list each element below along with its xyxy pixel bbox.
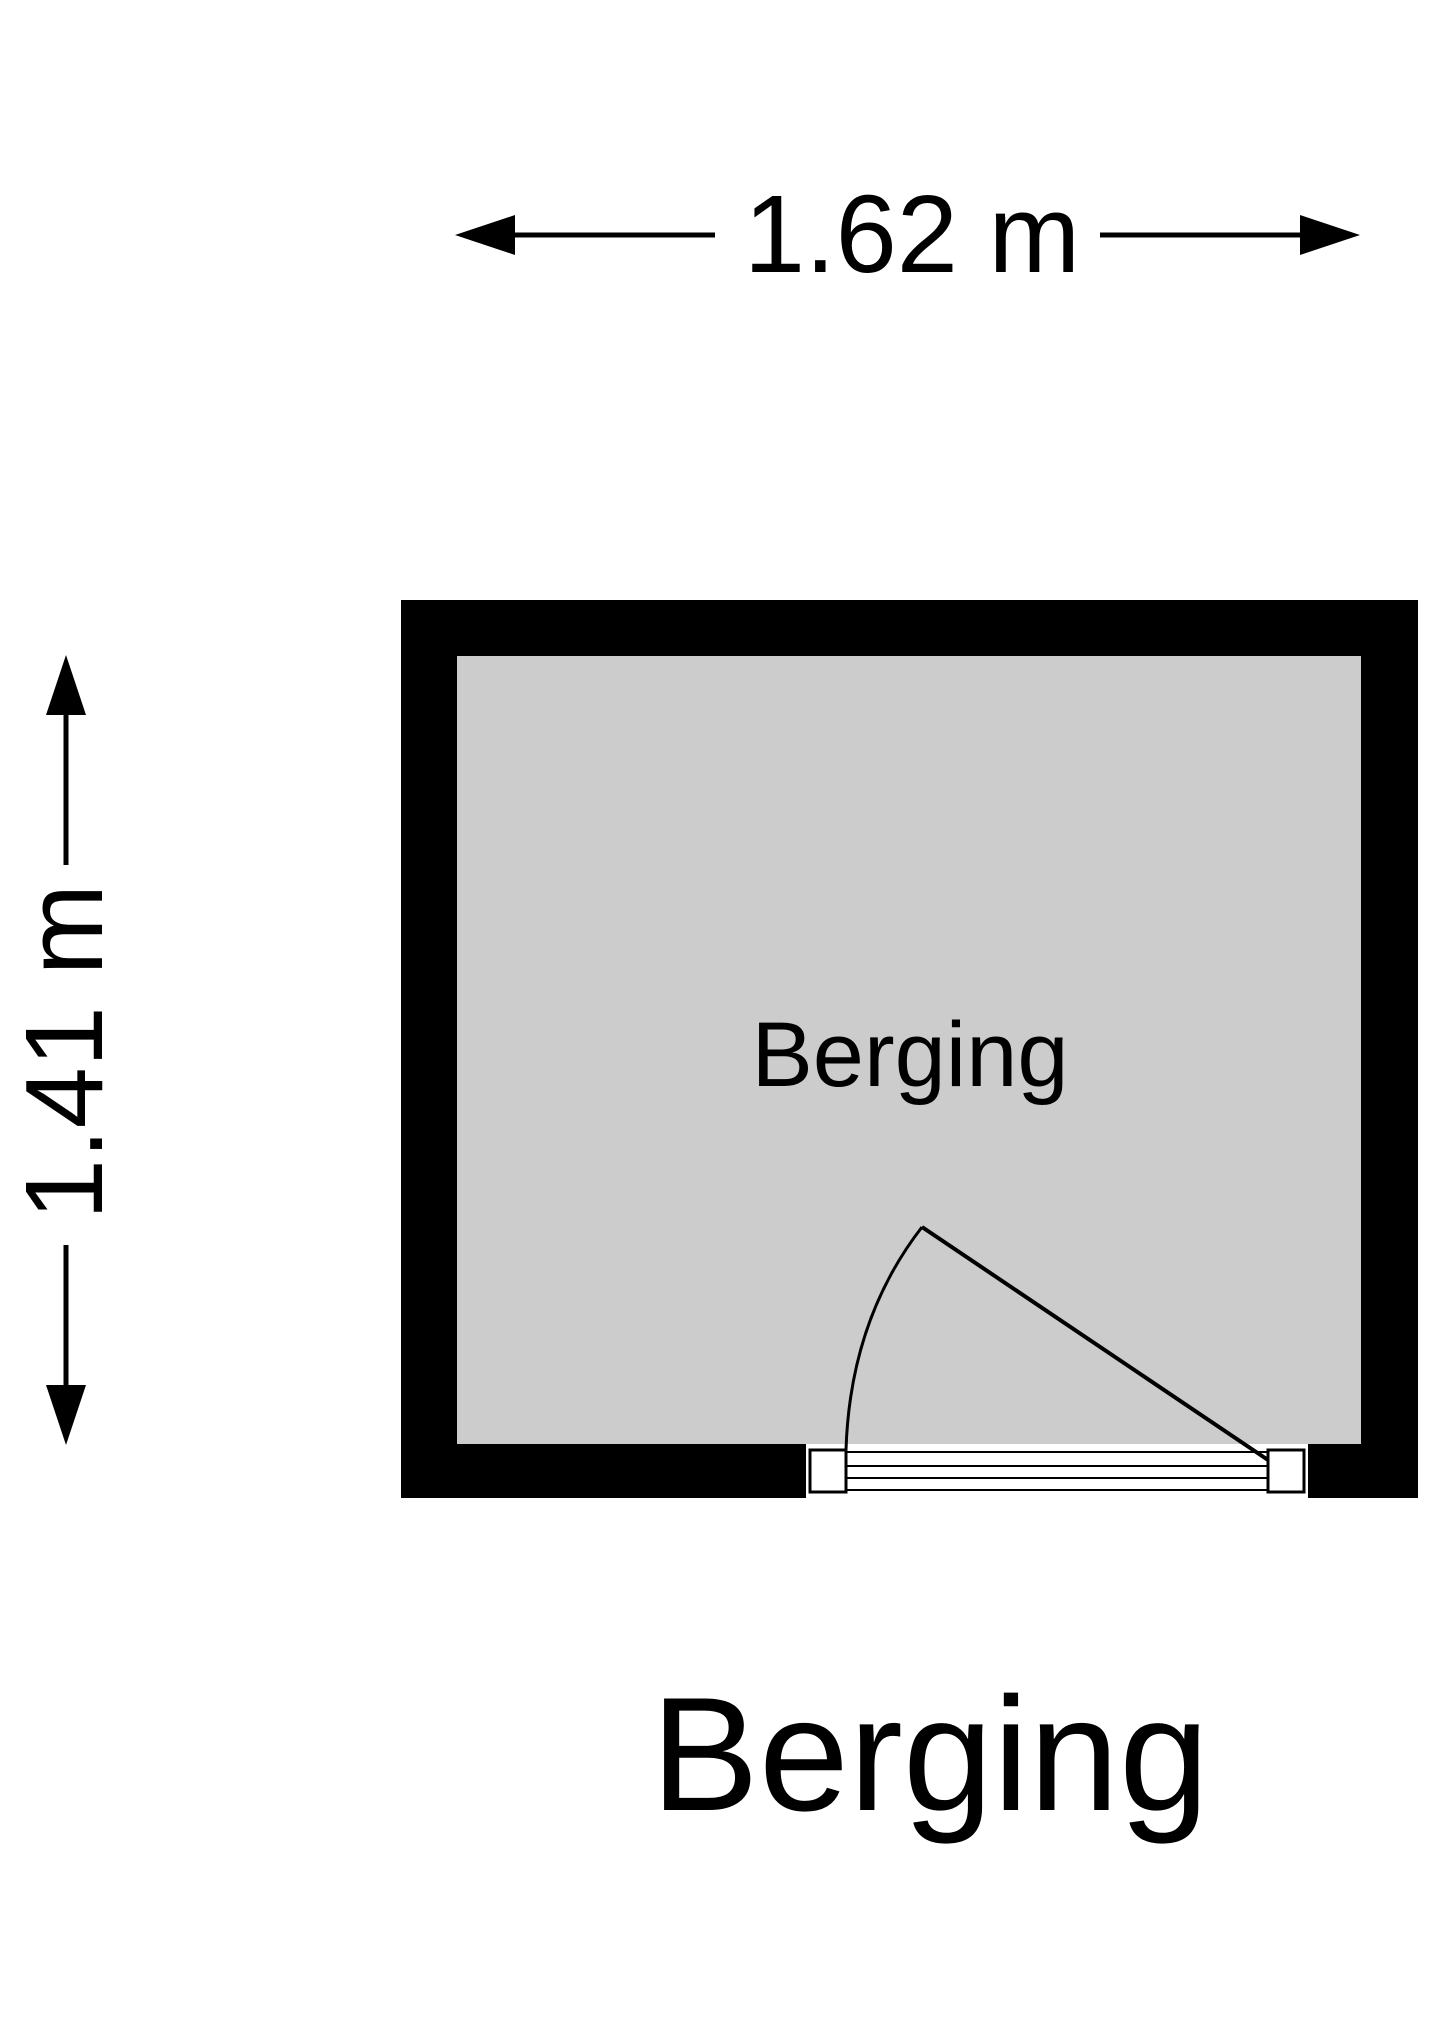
height-arrow-up-icon — [46, 655, 86, 715]
width-dimension: 1.62 m — [455, 173, 1360, 296]
room-berging: Berging — [401, 600, 1418, 1498]
door-jamb-right — [1266, 1448, 1306, 1494]
height-dimension-label: 1.41 m — [3, 884, 126, 1220]
door-leaf — [920, 1225, 1270, 1462]
plan-title: Berging — [651, 1664, 1209, 1845]
door — [806, 1225, 1308, 1498]
width-arrow-right-icon — [1300, 215, 1360, 255]
width-dimension-label: 1.62 m — [744, 173, 1080, 296]
door-jamb-left — [808, 1448, 848, 1494]
width-arrow-left-icon — [455, 215, 515, 255]
height-arrow-down-icon — [46, 1385, 86, 1445]
room-label: Berging — [751, 1004, 1068, 1106]
height-dimension: 1.41 m — [3, 655, 126, 1445]
room-floor — [457, 656, 1361, 1444]
door-swing-arc — [844, 1226, 924, 1451]
